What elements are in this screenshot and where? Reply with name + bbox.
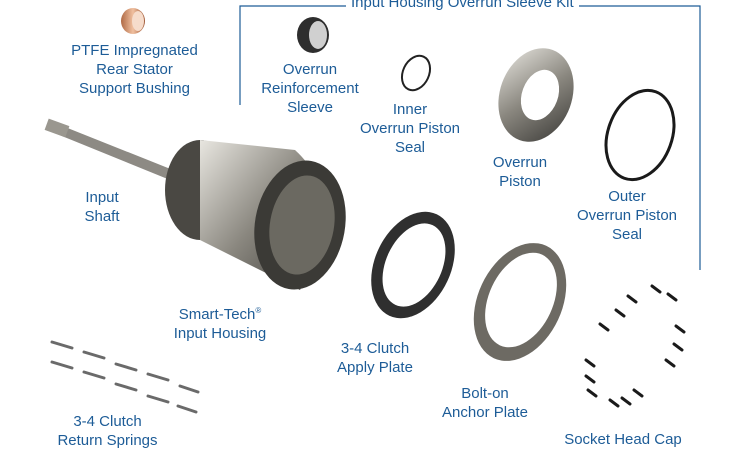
label-line: Socket Head Cap [564, 431, 682, 448]
sleeve-icon [297, 17, 329, 53]
label-line: Outer [608, 188, 646, 205]
label-line: Overrun Piston [576, 207, 678, 224]
label-apply-plate: 3-4 Clutch Apply Plate [320, 339, 430, 377]
label-line: Rear Stator [96, 61, 173, 78]
label-line: Smart-Tech® [160, 301, 280, 324]
label-bushing: PTFE Impregnated Rear Stator Support Bus… [62, 41, 207, 98]
kit-title: Input Housing Overrun Sleeve Kit [346, 0, 579, 12]
label-line: Seal [394, 139, 426, 156]
label-line: Overrun [282, 61, 338, 78]
label-sleeve: Overrun Reinforcement Sleeve [250, 60, 370, 117]
label-line: Piston [499, 173, 541, 190]
label-line: Anchor Plate [442, 404, 528, 421]
label-line: Shaft [84, 208, 120, 225]
registered-mark: ® [255, 306, 262, 315]
apply-plate-icon [371, 211, 455, 319]
label-anchor-plate: Bolt-on Anchor Plate [430, 384, 540, 422]
label-line: Overrun Piston [359, 120, 461, 137]
label-line: Apply Plate [337, 359, 413, 376]
label-line: PTFE Impregnated [71, 42, 198, 59]
label-line: Bolt-on [461, 385, 509, 402]
label-shaft: Input Shaft [72, 188, 132, 226]
label-springs: 3-4 Clutch Return Springs [45, 412, 170, 450]
label-line: Sleeve [287, 99, 333, 116]
label-line: Reinforcement [261, 80, 359, 97]
socket-head-cap-screws-icon [584, 284, 686, 408]
label-line: Overrun [492, 154, 548, 171]
label-line: Support Bushing [79, 80, 190, 97]
piston-icon [498, 48, 574, 142]
label-housing: Smart-Tech® Input Housing [160, 301, 280, 343]
label-piston: Overrun Piston [475, 153, 565, 191]
bushing-icon [121, 8, 145, 34]
anchor-plate-icon [473, 243, 567, 361]
label-screws: Socket Head Cap [553, 430, 693, 449]
label-line: Return Springs [57, 432, 158, 449]
shaft-icon [44, 118, 178, 182]
label-line: Inner [392, 101, 428, 118]
label-line: 3-4 Clutch [340, 340, 410, 357]
label-line: Input Housing [173, 325, 267, 342]
return-springs-icon [50, 340, 200, 414]
label-line: 3-4 Clutch [73, 413, 142, 430]
label-line: Seal [611, 226, 643, 243]
label-text: Smart-Tech [178, 306, 256, 323]
housing-icon [165, 140, 346, 290]
label-inner-seal: Inner Overrun Piston Seal [350, 100, 470, 157]
inner-seal-icon [400, 54, 432, 92]
label-outer-seal: Outer Overrun Piston Seal [567, 187, 687, 244]
label-line: Input [85, 189, 119, 206]
outer-seal-icon [604, 88, 676, 182]
